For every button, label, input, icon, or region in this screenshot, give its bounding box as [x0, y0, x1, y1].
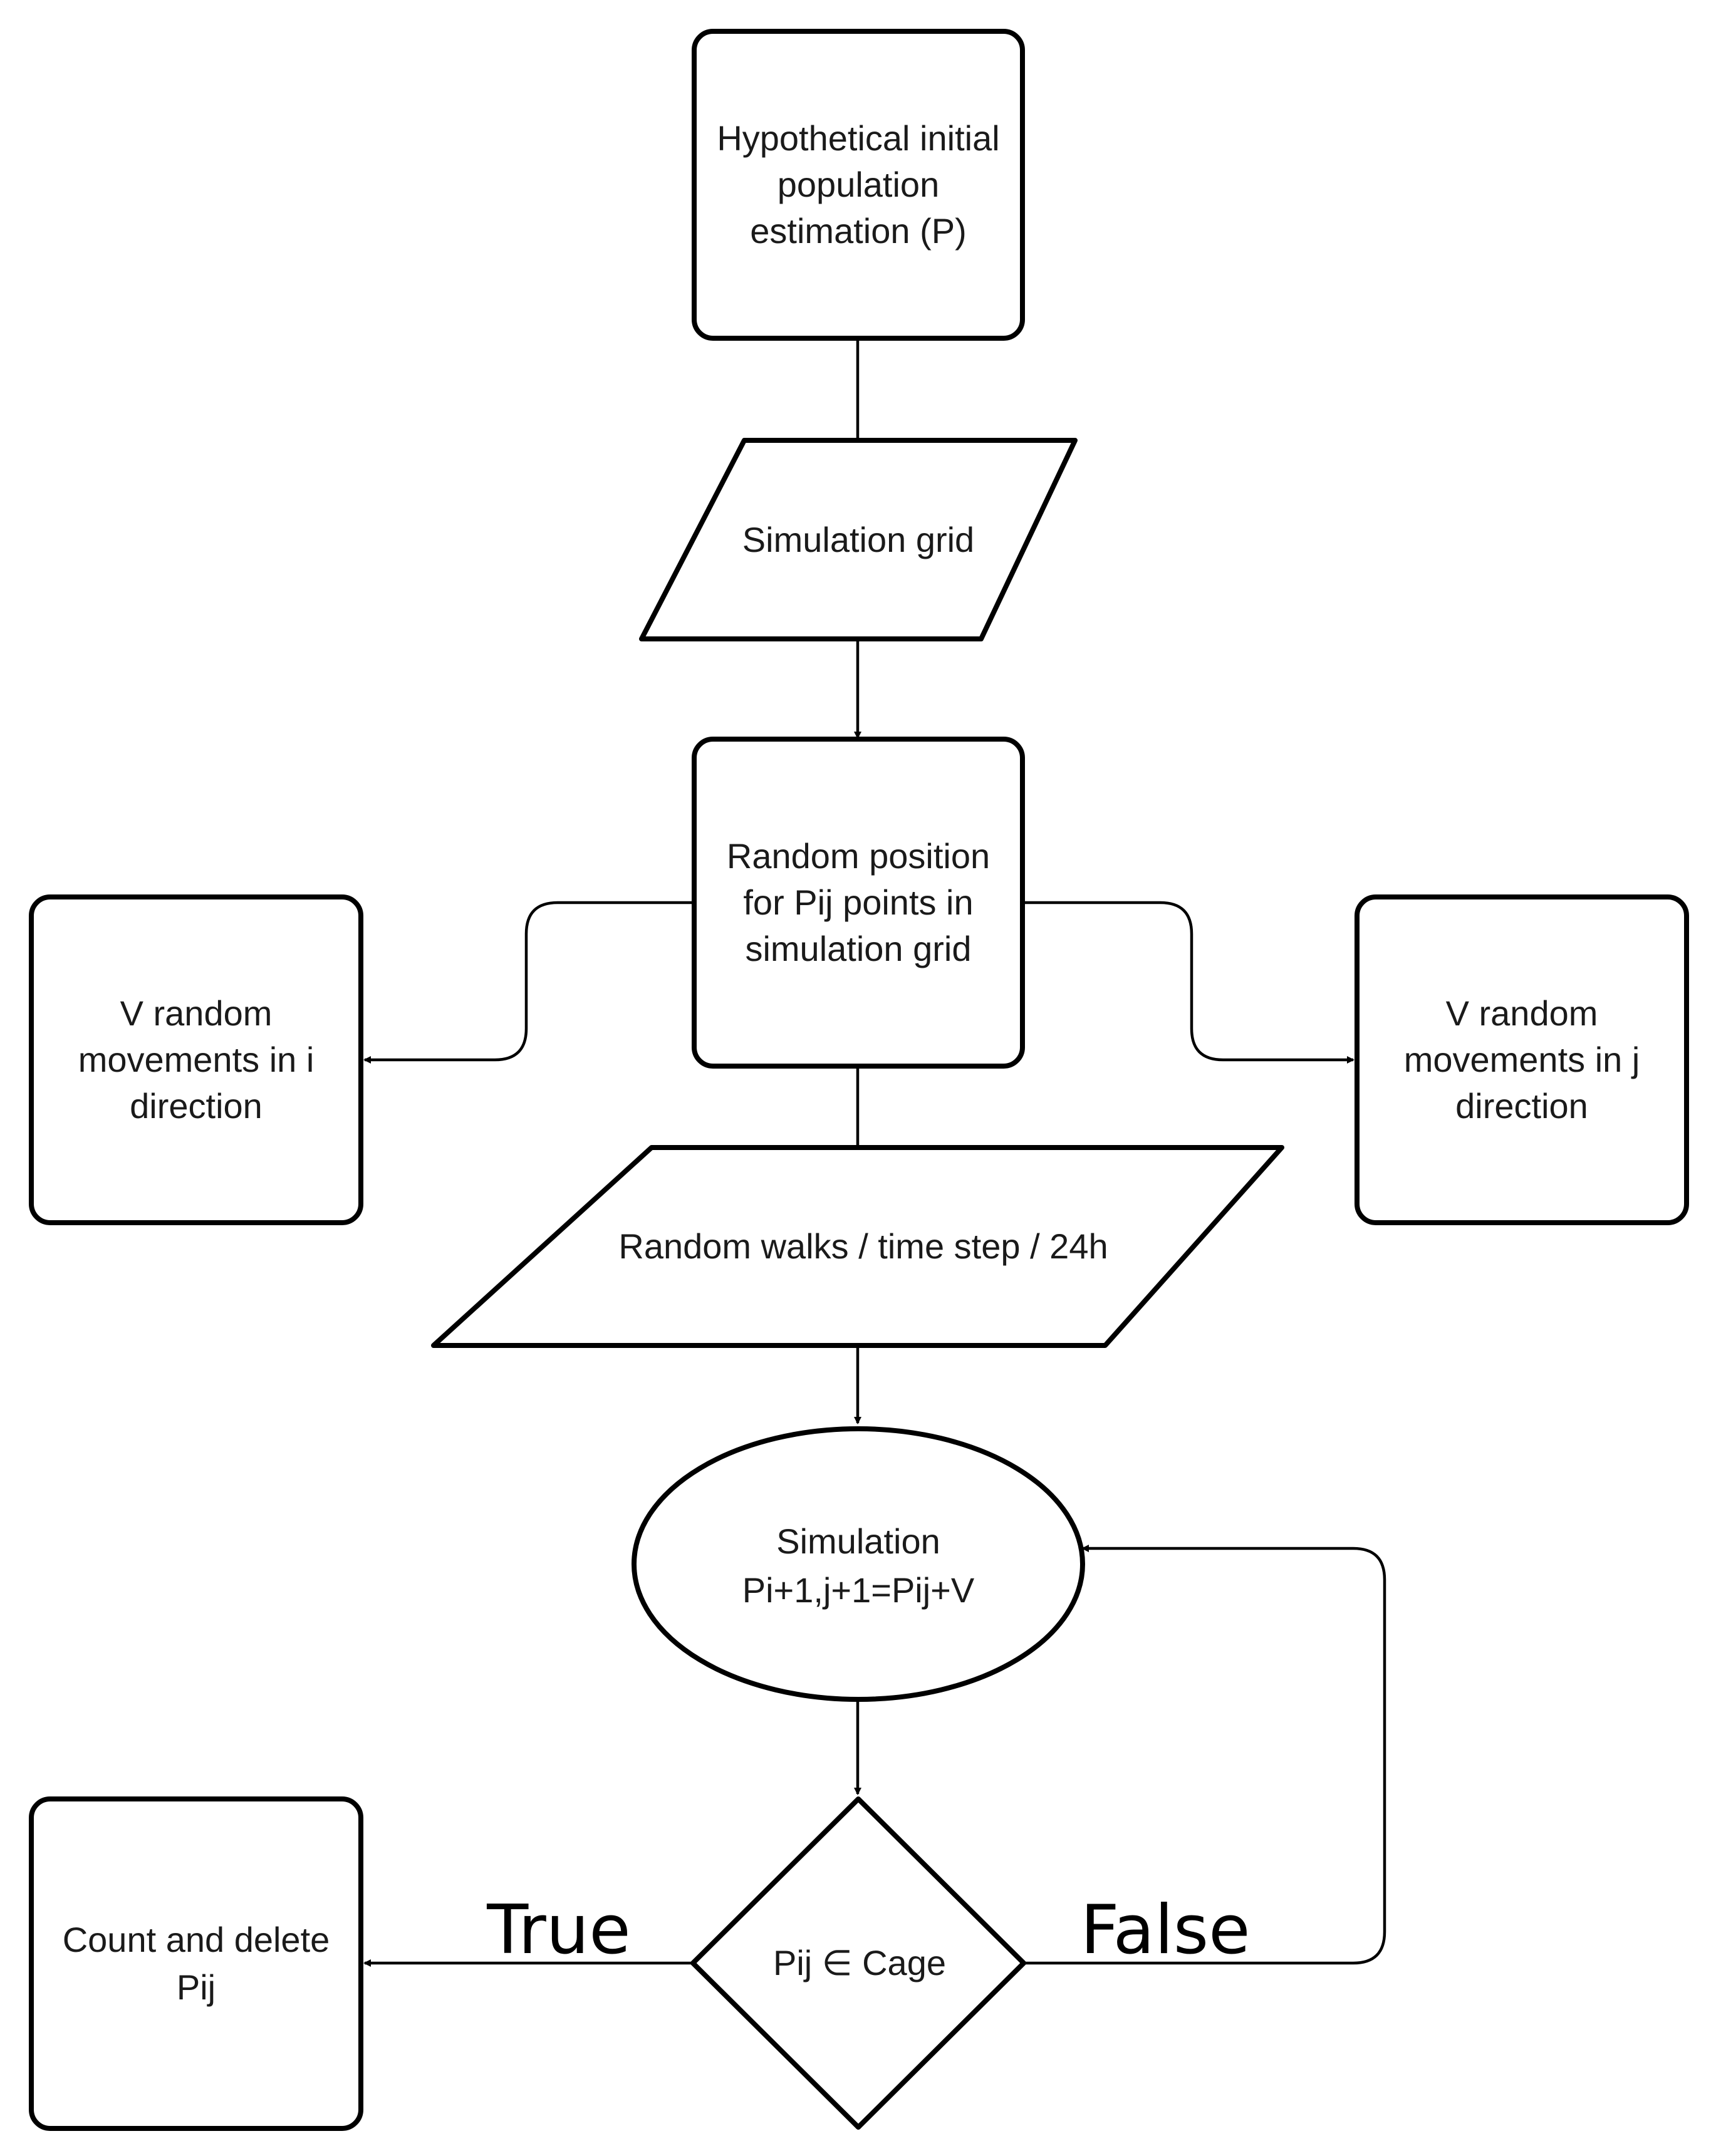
- node-movements-i: V random movements in i direction: [29, 894, 363, 1225]
- connectors: [363, 338, 1386, 1967]
- initial-population-label: Hypothetical initial population estimation…: [717, 118, 999, 251]
- node-initial-population: Hypothetical initial population estimation…: [692, 29, 1025, 341]
- random-position-label-line: Random position: [727, 836, 990, 876]
- count-delete-label-line: Count and delete: [63, 1920, 330, 1959]
- edge-label-true: True: [486, 1891, 630, 1969]
- simulation-grid-parallelogram: [639, 438, 1078, 641]
- random-walks-parallelogram: [431, 1145, 1284, 1348]
- node-random-walks: Random walks / time step / 24h: [431, 1145, 1284, 1348]
- initial-population-label-line: population: [777, 165, 939, 204]
- cage-decision-label-line: Pij ∈ Cage: [773, 1943, 946, 1982]
- edge-position-to-movements-j: [1022, 901, 1355, 1064]
- movements-i-box: [29, 894, 363, 1225]
- movements-j-box: [1355, 894, 1689, 1225]
- edge-position-to-movements-i: [363, 901, 693, 1064]
- movements-i-label-line: direction: [130, 1086, 263, 1126]
- simulation-grid-label: Simulation grid: [742, 520, 974, 559]
- edge-decision-false-loop: [1022, 1545, 1386, 1965]
- movements-j-label: V random movements in j direction: [1404, 993, 1640, 1126]
- movements-i-label-line: V random: [120, 993, 273, 1033]
- cage-decision-label: Pij ∈ Cage: [773, 1943, 946, 1982]
- random-walks-label-line: Random walks / time step / 24h: [618, 1226, 1108, 1266]
- count-delete-label-line: Pij: [177, 1967, 216, 2007]
- simulation-label-line: Pi+1,j+1=Pij+V: [742, 1570, 975, 1610]
- movements-j-label-line: V random: [1446, 993, 1598, 1033]
- simulation-grid-label-line: Simulation grid: [742, 520, 974, 559]
- node-cage-decision: Pij ∈ Cage: [690, 1796, 1026, 2130]
- initial-population-label-line: estimation (P): [750, 211, 966, 251]
- simulation-ellipse: [632, 1426, 1085, 1702]
- movements-j-label-line: movements in j: [1404, 1040, 1640, 1079]
- movements-i-label-line: movements in i: [78, 1040, 315, 1079]
- node-simulation-grid: Simulation grid: [639, 438, 1078, 641]
- initial-population-box: [692, 29, 1025, 341]
- node-movements-j: V random movements in j direction: [1355, 894, 1689, 1225]
- initial-population-label-line: Hypothetical initial: [717, 118, 999, 158]
- node-random-position: Random position for Pij points in simulati…: [692, 737, 1025, 1069]
- random-position-label: Random position for Pij points in simulati…: [727, 836, 990, 968]
- edge-label-false: False: [1080, 1891, 1250, 1969]
- count-delete-box: [29, 1796, 363, 2131]
- movements-i-label: V random movements in i direction: [78, 993, 315, 1126]
- random-position-label-line: for Pij points in: [743, 883, 973, 922]
- random-position-box: [692, 737, 1025, 1069]
- random-position-label-line: simulation grid: [745, 929, 971, 968]
- simulation-label-line: Simulation: [776, 1521, 940, 1561]
- movements-j-label-line: direction: [1455, 1086, 1588, 1126]
- random-walks-label: Random walks / time step / 24h: [618, 1226, 1108, 1266]
- cage-decision-diamond: [690, 1796, 1026, 2130]
